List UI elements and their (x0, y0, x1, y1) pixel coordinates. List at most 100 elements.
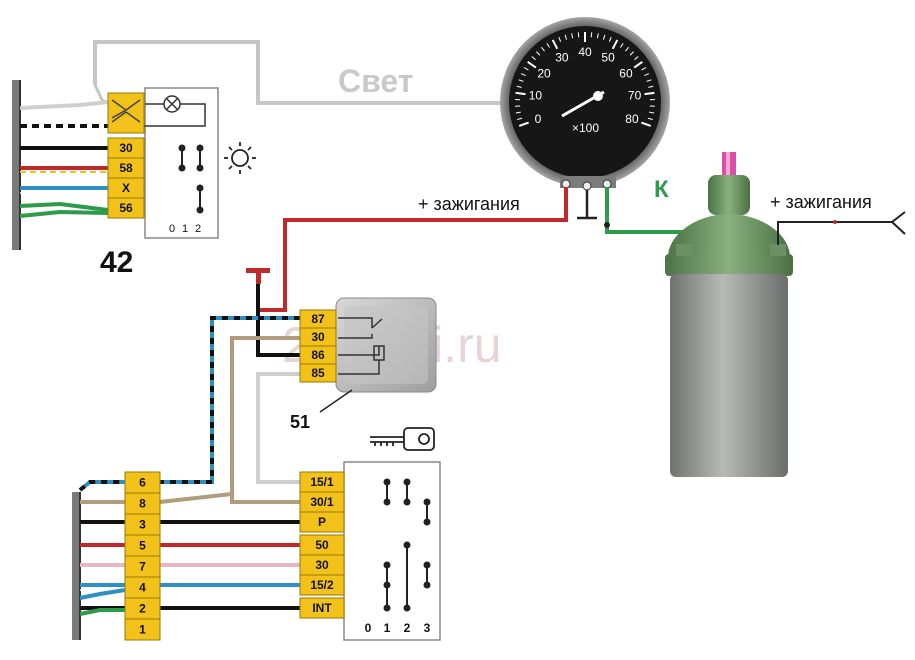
relay-pin-0-label: 87 (311, 312, 325, 326)
ign-pin-2: P (299, 511, 345, 533)
tach-tick (608, 36, 612, 42)
ign-position-1: 1 (384, 621, 391, 635)
tach-label-4: 40 (578, 45, 592, 59)
connector-pin-7-label: 1 (139, 623, 146, 637)
tach-tick (625, 46, 629, 52)
ground-icon-tach (577, 190, 597, 220)
connector-in-wires (78, 480, 126, 616)
relay-pin-2: 86 (299, 345, 337, 365)
tach-tick (523, 67, 529, 71)
tach-tick (644, 91, 655, 96)
tach-tick (596, 33, 599, 39)
tach-tick (546, 43, 551, 48)
ign-pin-3-label: 50 (315, 538, 329, 552)
tach-label-5: 50 (601, 51, 615, 65)
tach-label-2: 20 (537, 66, 551, 80)
tach-tick (649, 111, 655, 114)
switch42-position-2: 2 (195, 223, 201, 235)
ign-pin-0: 15/1 (299, 471, 345, 493)
ign-pin-0-label: 15/1 (310, 475, 334, 489)
connector-pin-3-label: 5 (139, 539, 146, 553)
tach-tick (527, 61, 537, 69)
connector-pin-5: 4 (124, 576, 161, 599)
connector-pin-3: 5 (124, 534, 161, 557)
ign-pin-6-label: INT (312, 601, 332, 615)
tach-tick (619, 43, 624, 48)
tach-label-6: 60 (619, 66, 633, 80)
tach-multiplier: ×100 (572, 121, 599, 135)
tach-tick (520, 73, 526, 77)
connector-pin-6-label: 2 (139, 602, 146, 616)
wires-42 (19, 100, 109, 218)
tach-tick (536, 51, 541, 56)
relay-pin-3: 85 (299, 363, 337, 383)
tach-tick (646, 79, 652, 82)
ign-pin-3: 50 (299, 534, 345, 556)
relay-pin-1: 30 (299, 327, 337, 347)
wire-30-relay (159, 336, 300, 504)
tach-tick (558, 36, 562, 42)
pin42-1: 58 (107, 157, 145, 179)
relay-pin-1-label: 30 (311, 330, 325, 344)
light-label: Свет (338, 63, 413, 99)
tach-tick (602, 34, 606, 40)
t-marker-icon (246, 268, 270, 284)
ign-pin-4: 30 (299, 554, 345, 576)
coil-wire-right (777, 211, 906, 245)
tach-tick (564, 34, 568, 40)
tach-label-7: 70 (628, 88, 642, 102)
connector-pin-1-label: 8 (139, 497, 146, 511)
connector-pin-6: 2 (124, 597, 161, 620)
relay-51 (335, 297, 437, 393)
tach-tick (517, 117, 523, 121)
tach-tick (516, 85, 522, 88)
ign-pin-1: 30/1 (299, 491, 345, 513)
pin42-1-label: 58 (119, 161, 133, 175)
tach-label-8: 80 (625, 112, 639, 126)
tach-tick (641, 121, 652, 127)
switch42-position-0: 0 (169, 223, 175, 235)
wire-87 (160, 316, 300, 484)
connector-pin-5-label: 4 (139, 581, 146, 595)
pin42-0: 30 (107, 137, 145, 159)
ign-pin-4-label: 30 (315, 558, 329, 572)
connector-pin-7: 1 (124, 618, 161, 641)
relay51-label: 51 (290, 412, 310, 432)
ignition-label-right: + зажигания (770, 192, 872, 212)
connector-pin-2: 3 (124, 513, 161, 536)
pins-42: 30 58X 56 (107, 92, 145, 219)
tach-tick (644, 73, 650, 77)
pin42-3-label: 56 (119, 201, 133, 215)
ign-pin-2-label: P (318, 515, 326, 529)
connector-pin-4: 7 (124, 555, 161, 578)
block42-label: 42 (100, 246, 133, 279)
sun-icon (224, 142, 256, 174)
pin42-2-label: X (122, 181, 130, 195)
relay-pin-3-label: 85 (311, 366, 325, 380)
pin42-0-label: 30 (119, 141, 133, 155)
wire-85-relay (256, 372, 300, 484)
tach-label-1: 10 (529, 88, 543, 102)
ign-pin-5: 15/2 (299, 574, 345, 596)
tach-tick (541, 46, 545, 52)
ign-pin-1-label: 30/1 (310, 495, 334, 509)
tach-tick (531, 56, 536, 61)
frame-42 (12, 80, 21, 250)
tach-tick (518, 121, 529, 127)
connector-pin-2-label: 3 (139, 518, 146, 532)
tach-tick (647, 117, 653, 121)
connector-pin-1: 8 (124, 492, 161, 515)
ign-pin-6: INT (299, 597, 345, 619)
tach-label-0: 0 (535, 112, 542, 126)
tach-tick (648, 85, 654, 88)
ign-position-3: 3 (424, 621, 431, 635)
tach-tick (515, 111, 521, 114)
tach-tick (515, 91, 526, 96)
connector-switch-wires (160, 494, 300, 610)
connector-pin-4-label: 7 (139, 560, 146, 574)
